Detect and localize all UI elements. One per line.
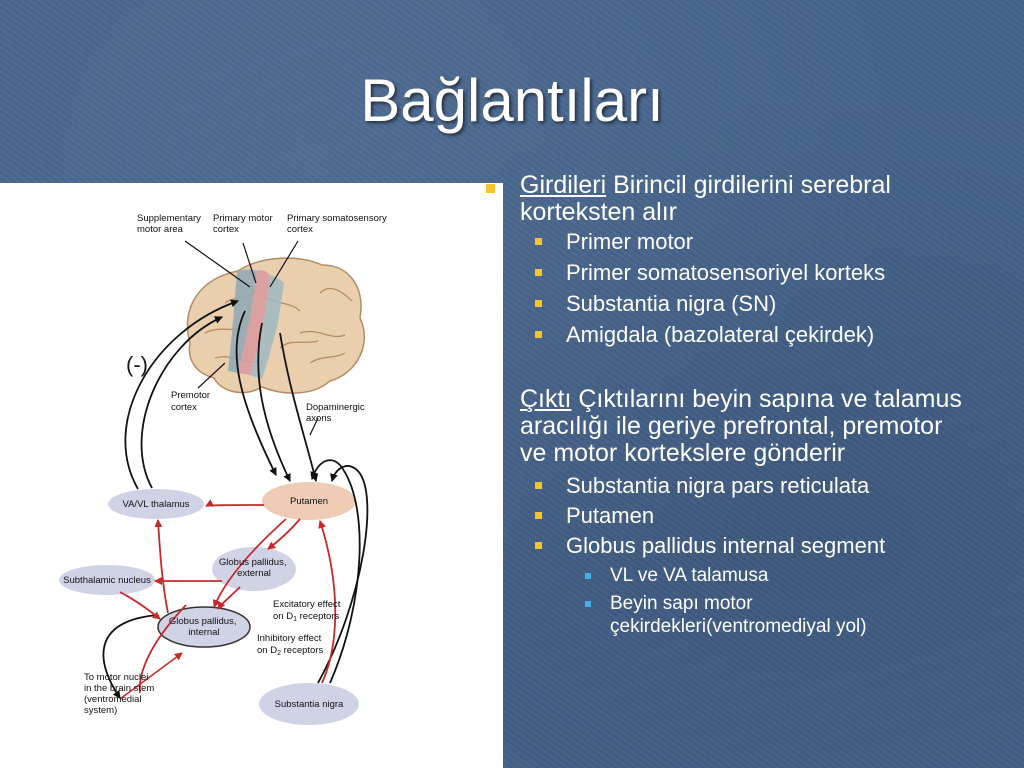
gp-internal-node xyxy=(157,606,251,648)
label-putamen: Putamen xyxy=(290,496,328,507)
label-dopaminergic: Dopaminergic axons xyxy=(306,402,367,424)
label-inhibitory: Inhibitory effect on D2 receptors xyxy=(257,633,324,657)
label-subthalamic: Subthalamic nucleus xyxy=(63,575,151,586)
output-item-1: Substantia nigra pars reticulata xyxy=(566,473,870,498)
substantia-nigra-node xyxy=(259,683,359,725)
bullet-input-1 xyxy=(535,238,542,245)
bullet-inputs xyxy=(486,184,495,193)
inputs-text-2: korteksten alır xyxy=(520,198,678,226)
output-subitem-1: VL ve VA talamusa xyxy=(610,565,769,586)
label-excitatory: Excitatory effect on D1 receptors xyxy=(273,599,343,623)
outputs-text: Çıktılarını beyin sapına ve talamus xyxy=(571,385,962,413)
label-gp-internal: Globus pallidus, internal xyxy=(169,616,239,638)
input-item-1: Primer motor xyxy=(566,229,694,254)
va-vl-thalamus-node xyxy=(108,489,204,519)
bullet-sub-2 xyxy=(585,601,591,607)
label-primary-somatosensory: Primary somatosensory cortex xyxy=(287,213,389,235)
output-subitem-2-line2: çekirdekleri(ventromediyal yol) xyxy=(610,616,867,637)
label-motor-nuclei: To motor nuclei in the brain stem (ventr… xyxy=(84,672,157,716)
bullet-input-3 xyxy=(535,300,542,307)
bullet-sub-1 xyxy=(585,573,591,579)
bullet-input-4 xyxy=(535,331,542,338)
label-supplementary: Supplementary motor area xyxy=(137,213,204,235)
inputs-title: Girdileri xyxy=(520,171,607,199)
slide-title: Bağlantıları xyxy=(360,67,664,134)
input-item-4: Amigdala (bazolateral çekirdek) xyxy=(566,322,875,347)
label-substantia-nigra: Substantia nigra xyxy=(275,699,344,710)
inputs-text: Birincil girdilerini serebral xyxy=(606,171,891,199)
output-subitem-2-line1: Beyin sapı motor xyxy=(610,593,753,614)
label-premotor: Premotor cortex xyxy=(171,390,213,413)
output-subitem-2: Beyin sapı motor çekirdekleri(ventromedi… xyxy=(610,592,867,638)
output-item-2: Putamen xyxy=(566,503,655,528)
diagram-svg: Supplementary motor area Primary motor c… xyxy=(59,213,389,725)
input-item-3: Substantia nigra (SN) xyxy=(566,291,777,316)
outputs-text-3: ve motor kortekslere gönderir xyxy=(520,439,846,467)
subthalamic-node xyxy=(59,565,155,595)
bullet-output-3 xyxy=(535,542,542,549)
label-gp-external: Globus pallidus, external xyxy=(219,557,289,579)
outputs-text-2: aracılığı ile geriye prefrontal, premoto… xyxy=(520,412,943,440)
output-item-3: Globus pallidus internal segment xyxy=(566,533,886,558)
gp-external-node xyxy=(212,547,296,591)
putamen-node xyxy=(262,482,356,520)
outputs-title: Çıktı xyxy=(520,385,572,413)
bullet-output-2 xyxy=(535,512,542,519)
basal-ganglia-diagram: Supplementary motor area Primary motor c… xyxy=(0,183,503,768)
bullet-input-2 xyxy=(535,269,542,276)
inputs-heading: Girdileri Birincil girdilerini serebral … xyxy=(520,172,891,226)
bullet-output-1 xyxy=(535,482,542,489)
label-va-vl-thalamus: VA/VL thalamus xyxy=(122,499,189,510)
outputs-heading: Çıktı Çıktılarını beyin sapına ve talamu… xyxy=(520,386,962,467)
inhibition-label: (-) xyxy=(126,352,148,377)
input-item-2: Primer somatosensoriyel korteks xyxy=(566,260,886,285)
label-primary-motor: Primary motor cortex xyxy=(213,213,275,235)
